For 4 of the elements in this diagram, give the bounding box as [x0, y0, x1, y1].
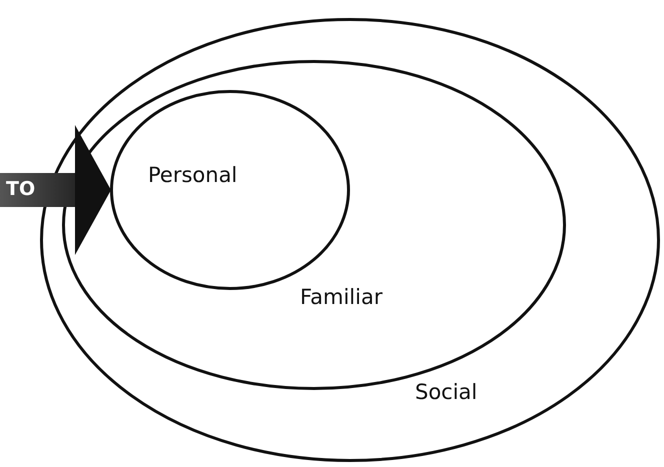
- zone-label: Social: [415, 380, 478, 404]
- zone-label: Familiar: [300, 285, 382, 309]
- zone-label: Personal: [148, 163, 238, 187]
- arrow-label: TO: [6, 178, 36, 200]
